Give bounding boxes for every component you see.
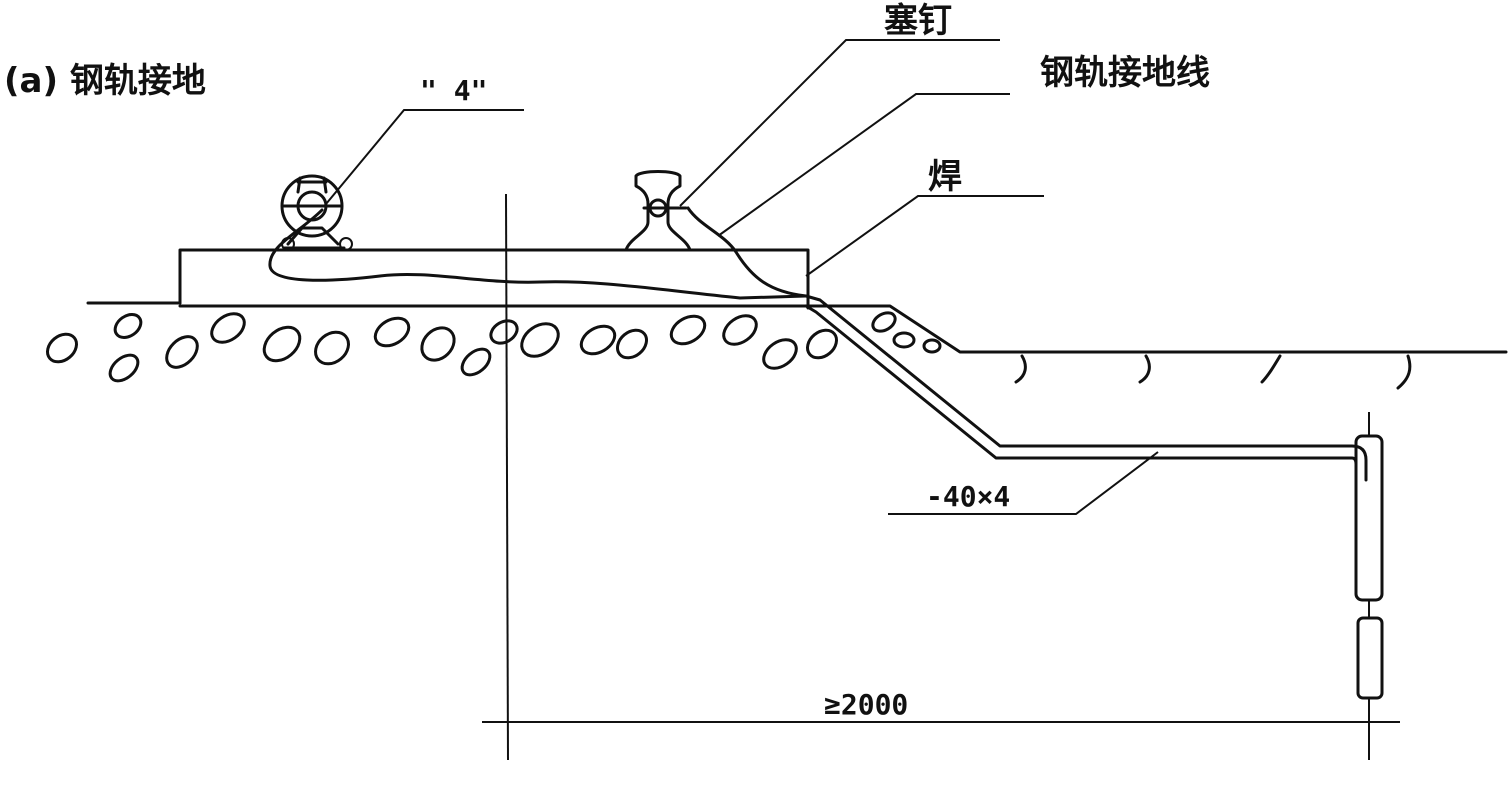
rail-mark-label: " 4" (420, 74, 487, 107)
sleeper (178, 248, 810, 310)
flat-steel-leader (888, 451, 1159, 515)
flat-steel-strip-outer (804, 294, 1368, 482)
ballast-surface (178, 304, 1508, 354)
grounding-wire-label: 钢轨接地线 (1040, 53, 1210, 93)
distance-label: ≥2000 (824, 688, 908, 721)
ballast-stones (46, 311, 942, 383)
weld-label: 焊 (928, 157, 962, 197)
left-rail-section (280, 174, 353, 251)
ground-hatch-marks (1014, 354, 1412, 390)
plug-nail-label: 塞钉 (884, 1, 952, 41)
weld-leader (805, 195, 1044, 277)
ground-electrode (1354, 412, 1384, 760)
right-rail-section (624, 170, 692, 252)
grounding-wire-drop (686, 206, 808, 298)
flat-steel-strip-inner (804, 304, 1358, 482)
plug-nail-leader (679, 39, 1000, 207)
grounding-wire-loop (268, 208, 808, 300)
rail-mark-leader (325, 109, 524, 205)
figure-caption: (a) 钢轨接地 (4, 61, 206, 101)
rail-centerline (505, 193, 509, 761)
flat-steel-label: -40×4 (926, 480, 1010, 513)
grounding-wire-leader (717, 93, 1010, 237)
